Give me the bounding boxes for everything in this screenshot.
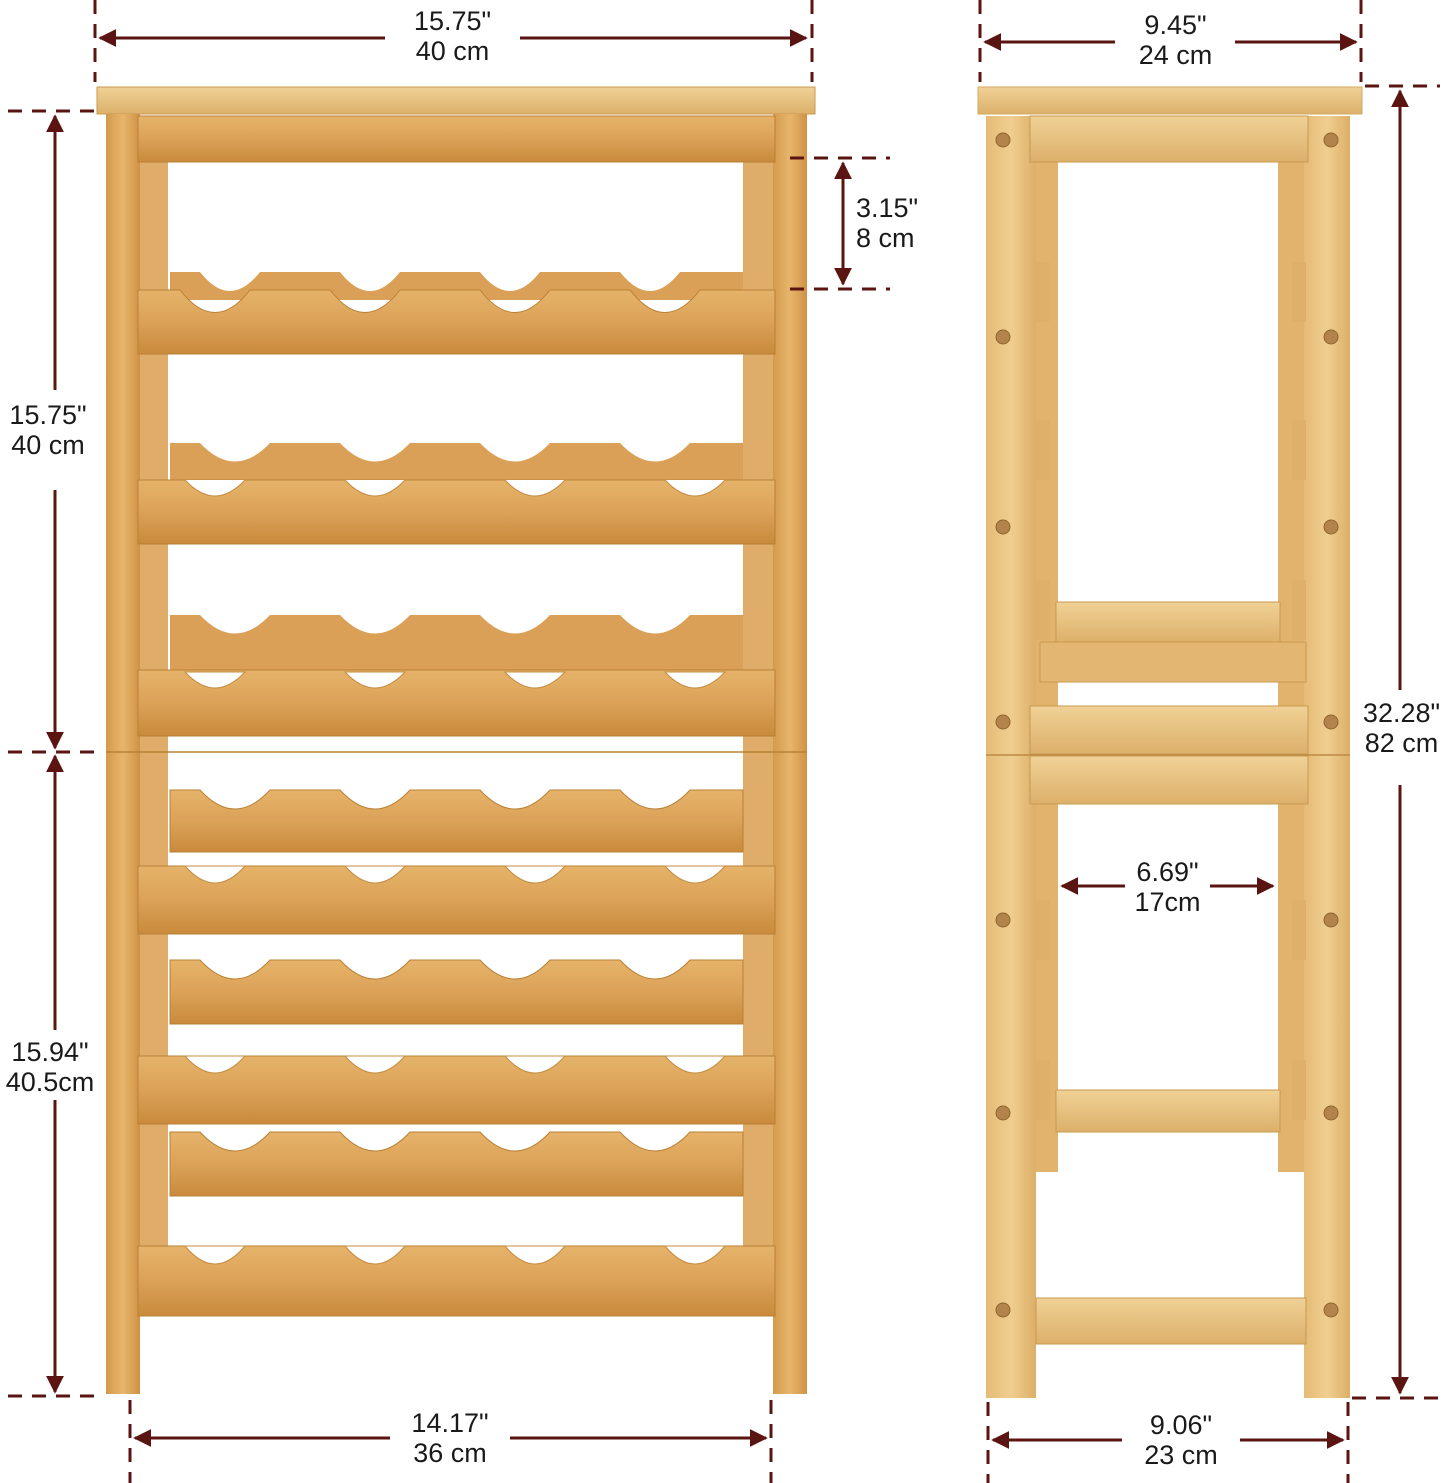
- side-top-depth-cm: 24 cm: [1138, 40, 1213, 70]
- front-top-gap-label: 3.15" 8 cm: [856, 193, 922, 253]
- front-upper-height-inches: 15.75": [9, 400, 87, 430]
- front-top-gap-cm: 8 cm: [856, 223, 915, 253]
- front-top-gap-inches: 3.15": [856, 193, 919, 223]
- side-top-depth-label: 9.45" 24 cm: [1118, 10, 1233, 70]
- front-shelf-row-3: [137, 615, 776, 737]
- dowel-dots: [995, 132, 1339, 1318]
- front-lower-height-cm: 40.5cm: [5, 1067, 95, 1097]
- side-view-rack: [977, 86, 1363, 1398]
- front-shelf-row-1: [137, 272, 776, 355]
- front-lower-height-label: 15.94" 40.5cm: [0, 1037, 100, 1097]
- front-dimension-lines: [8, 0, 890, 1483]
- side-bottom-depth-cm: 23 cm: [1144, 1440, 1218, 1470]
- front-shelf-row-8: [169, 1131, 744, 1197]
- front-top-width-inches: 15.75": [413, 6, 492, 36]
- front-upper-height-cm: 40 cm: [11, 430, 85, 460]
- front-shelf-row-6: [169, 959, 744, 1025]
- side-bottom-depth-inches: 9.06": [1149, 1410, 1213, 1440]
- side-bottom-depth-label: 9.06" 23 cm: [1122, 1410, 1240, 1470]
- front-lower-height-inches: 15.94": [11, 1037, 89, 1067]
- front-upper-height-label: 15.75" 40 cm: [2, 400, 94, 460]
- side-inner-depth-cm: 17cm: [1134, 887, 1201, 917]
- side-inner-depth-inches: 6.69": [1136, 857, 1199, 887]
- front-shelf-row-9: [137, 1245, 776, 1317]
- front-view-rack: [96, 86, 816, 1394]
- side-inner-depth-label: 6.69" 17cm: [1125, 857, 1210, 917]
- front-bottom-width-label: 14.17" 36 cm: [390, 1408, 510, 1468]
- front-bottom-width-cm: 36 cm: [413, 1438, 487, 1468]
- side-top-depth-inches: 9.45": [1144, 10, 1207, 40]
- front-top-width-label: 15.75" 40 cm: [385, 6, 520, 66]
- front-shelf-row-4: [169, 789, 744, 853]
- front-bottom-width-inches: 14.17": [411, 1408, 489, 1438]
- front-shelf-row-2: [137, 443, 776, 545]
- side-total-height-cm: 82 cm: [1364, 728, 1439, 758]
- front-shelf-row-7: [137, 1055, 776, 1125]
- side-total-height-inches: 32.28": [1362, 698, 1441, 728]
- side-dimension-lines: [978, 0, 1440, 1483]
- front-top-width-cm: 40 cm: [415, 36, 490, 66]
- front-shelf-row-5: [137, 865, 776, 935]
- side-total-height-label: 32.28" 82 cm: [1358, 698, 1445, 758]
